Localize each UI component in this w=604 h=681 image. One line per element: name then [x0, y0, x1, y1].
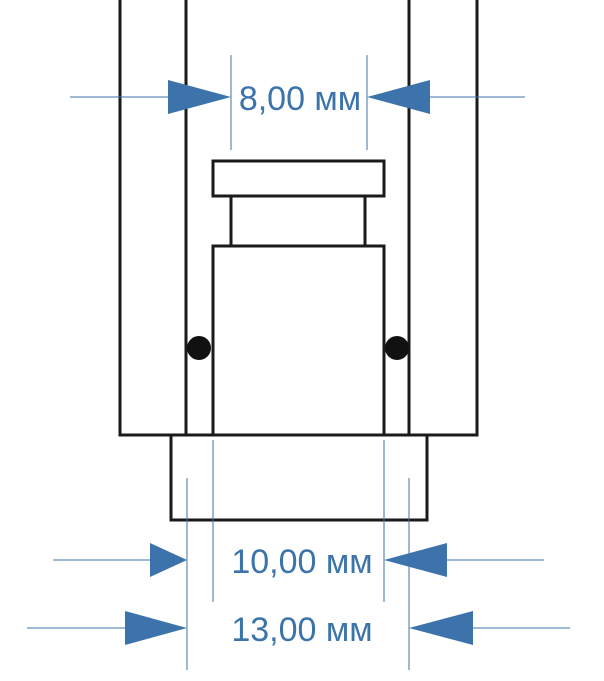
- part-outline: [118, 0, 479, 522]
- dimension-lines: [27, 55, 570, 670]
- arrow-mid-right: [384, 543, 447, 577]
- outer-housing: [118, 0, 479, 437]
- dimension-label-top: 8,00 мм: [239, 80, 361, 118]
- pin-neck: [229, 194, 367, 248]
- arrow-bot-right: [409, 611, 473, 645]
- arrow-top-left: [168, 80, 231, 114]
- arrow-top-right: [367, 80, 430, 114]
- dimension-label-middle: 10,00 мм: [231, 543, 372, 581]
- pin-cap: [211, 159, 386, 198]
- arrow-mid-left: [150, 543, 187, 577]
- dimension-arrows: [125, 80, 473, 645]
- arrow-bot-left: [125, 611, 187, 645]
- seal-dot-left: [187, 336, 211, 360]
- dimension-label-bottom: 13,00 мм: [231, 611, 372, 649]
- seal-dot-right: [385, 336, 409, 360]
- base-block: [169, 433, 429, 522]
- pin-body: [211, 244, 386, 437]
